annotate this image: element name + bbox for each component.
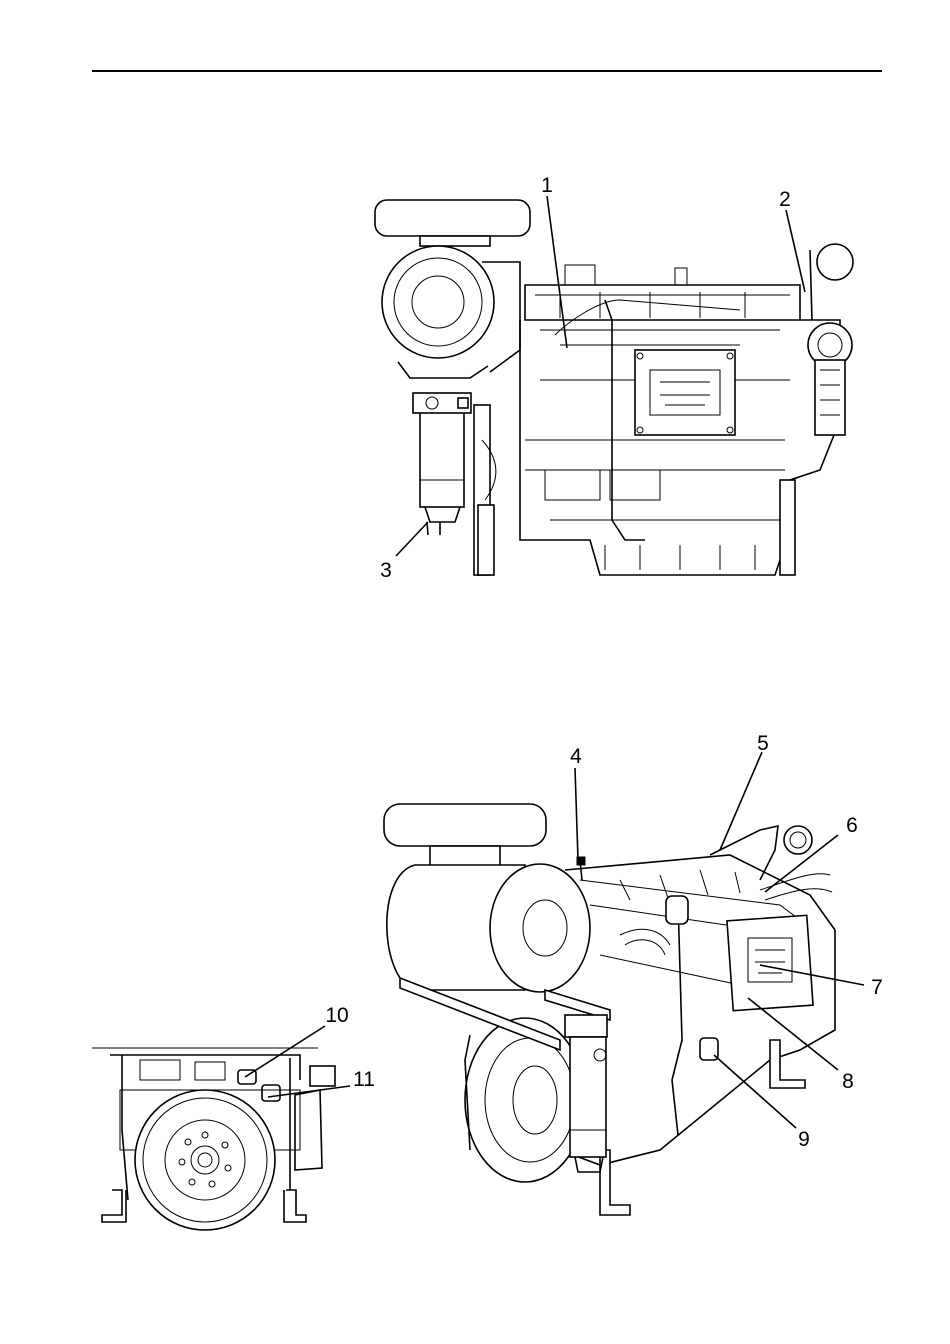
callout-8: 8 — [842, 1070, 854, 1093]
callout-2: 2 — [779, 188, 791, 211]
callout-1: 1 — [541, 174, 553, 197]
leader-line-1 — [547, 196, 567, 348]
callout-9: 9 — [798, 1128, 810, 1151]
engine-side-view — [375, 196, 853, 575]
callout-11: 11 — [353, 1068, 375, 1091]
leader-line-2 — [786, 210, 805, 292]
leader-line-9 — [714, 1055, 796, 1128]
leader-line-4 — [575, 768, 578, 860]
callout-5: 5 — [757, 732, 769, 755]
callout-10: 10 — [325, 1004, 348, 1027]
callout-3: 3 — [380, 559, 392, 582]
callout-7: 7 — [871, 976, 883, 999]
callout-6: 6 — [846, 814, 858, 837]
engine-perspective-view — [384, 752, 864, 1215]
leader-line-3 — [396, 522, 428, 556]
leader-line-8 — [748, 998, 838, 1070]
engine-rear-view — [92, 1026, 350, 1230]
leader-line-5 — [720, 752, 762, 850]
callout-4: 4 — [570, 745, 582, 768]
